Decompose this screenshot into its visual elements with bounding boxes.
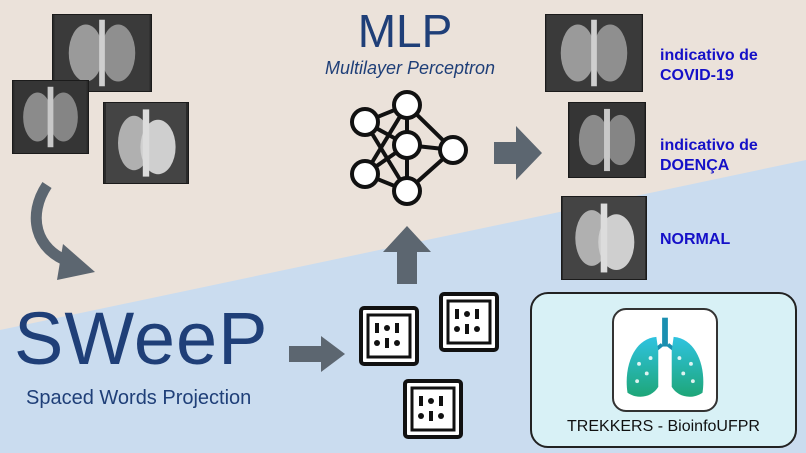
result-disease: indicativo de DOENÇA	[660, 136, 758, 176]
result-covid: indicativo de COVID-19	[660, 46, 758, 86]
curved-arrow-icon	[30, 181, 95, 280]
right-arrow-icon	[494, 126, 542, 180]
binary-chip-icon	[439, 292, 499, 352]
lungs-logo-card	[612, 308, 718, 412]
neural-network-icon	[350, 90, 468, 206]
up-arrow-icon	[383, 226, 431, 284]
input-xray-left	[12, 80, 89, 154]
lungs-logo-icon	[626, 317, 704, 397]
result-covid-line2: COVID-19	[660, 67, 734, 84]
right-arrow-icon	[289, 336, 345, 372]
trekkers-logo-box: TREKKERS - BioinfoUFPR	[530, 292, 797, 448]
result-normal-line1: NORMAL	[660, 231, 731, 248]
result-covid-line1: indicativo de	[660, 47, 758, 64]
output-xray-disease	[568, 102, 646, 178]
output-xray-normal	[561, 196, 647, 280]
sweep-title: SWeeP	[14, 297, 269, 380]
output-xray-covid	[545, 14, 643, 92]
result-disease-line1: indicativo de	[660, 137, 758, 154]
trekkers-label: TREKKERS - BioinfoUFPR	[567, 418, 760, 435]
input-xray-top	[52, 14, 152, 92]
mlp-subtitle: Multilayer Perceptron	[324, 58, 496, 78]
sweep-subtitle: Spaced Words Projection	[26, 387, 252, 409]
binary-chip-icon	[359, 306, 419, 366]
binary-chip-icon	[403, 379, 463, 439]
result-normal: NORMAL	[660, 230, 730, 250]
mlp-title: MLP	[357, 5, 453, 57]
result-disease-line2: DOENÇA	[660, 157, 730, 174]
input-xray-right	[103, 102, 189, 184]
